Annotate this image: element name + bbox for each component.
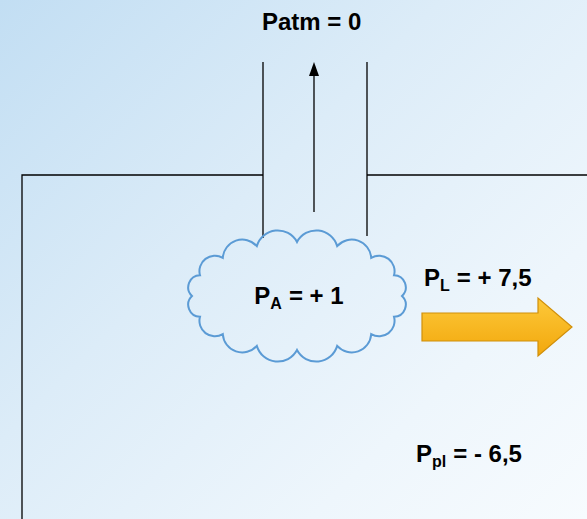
alveolus-cloud: PA = + 1	[180, 230, 414, 362]
pressure-symbol: P	[424, 264, 440, 293]
airway-wall	[366, 62, 367, 236]
pressure-value: = + 7,5	[457, 264, 532, 293]
pressure-symbol: P	[416, 440, 432, 469]
pressure-subscript: pl	[432, 453, 446, 471]
cloud-path	[188, 230, 405, 361]
pressure-subscript: A	[270, 295, 282, 313]
pressure-label: Patm = 0	[262, 8, 361, 37]
pressure-label: Ppl = - 6,5	[416, 440, 522, 469]
atmospheric-pressure: Patm = 0	[262, 8, 361, 37]
chest-wall	[22, 62, 587, 519]
pressure-value: = + 1	[289, 282, 344, 311]
pressure-symbol: P	[254, 282, 270, 311]
airway-wall	[262, 62, 263, 238]
pressure-subscript: L	[440, 277, 450, 295]
recoil-arrow	[422, 298, 572, 356]
pressure-label: PL = + 7,5	[424, 264, 532, 293]
pressure-label: PA = + 1	[254, 282, 343, 311]
airflow-arrowhead	[309, 62, 319, 76]
wall-left	[22, 175, 263, 519]
pressure-value: = - 6,5	[453, 440, 522, 469]
wall-right	[367, 174, 587, 175]
airflow-line	[313, 74, 314, 212]
